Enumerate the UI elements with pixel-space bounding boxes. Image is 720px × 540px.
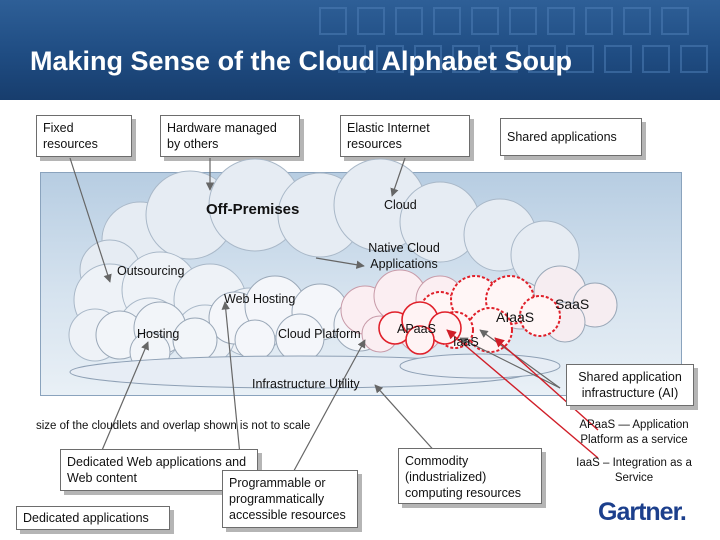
banner-pattern [319,7,708,73]
iaas-label: IaaS [453,335,479,349]
off-premises-label: Off-Premises [206,201,300,218]
infrastructure-utility-label: Infrastructure Utility [252,377,360,391]
hardware-managed-box: Hardware managed by others [160,115,300,157]
native-arrow [315,257,365,269]
off-premises-cloud [79,158,580,301]
cloud-label: Cloud [384,198,417,212]
elastic-resources-box: Elastic Internet resources [340,115,470,157]
shared-infrastructure-box: Shared application infrastructure (AI) [566,364,694,406]
red-arrows [446,329,599,459]
title-banner: Making Sense of the Cloud Alphabet Soup [0,0,720,100]
apaas-definition: APaaS — Application Platform as a servic… [579,419,689,446]
hosting-label: Hosting [137,327,180,341]
connector-arrows [69,157,561,479]
web-hosting-label: Web Hosting [224,292,296,306]
shared-applications-box: Shared applications [500,118,642,156]
apaas-cloud [378,301,462,355]
outsourcing-label: Outsourcing [117,264,185,278]
scale-note: size of the cloudlets and overlap shown … [36,420,311,432]
cloud-platform-label: Cloud Platform [278,327,361,341]
fixed-resources-box: Fixed resources [36,115,132,157]
aiaas-label: AIaaS [496,309,535,325]
page-title: Making Sense of the Cloud Alphabet Soup [30,46,573,76]
gartner-logo: Gartner. [598,498,687,526]
native-cloud-label: Native Cloud Applications [368,241,440,271]
commodity-resources-box: Commodity (industrialized) computing res… [398,448,542,504]
saas-label: SaaS [555,296,590,312]
apaas-label: APaaS [397,322,436,336]
programmable-resources-box: Programmable or programmatically accessi… [222,470,358,528]
iaas-definition: IaaS – Integration as a Service [576,457,692,484]
dedicated-applications-box: Dedicated applications [16,506,170,530]
